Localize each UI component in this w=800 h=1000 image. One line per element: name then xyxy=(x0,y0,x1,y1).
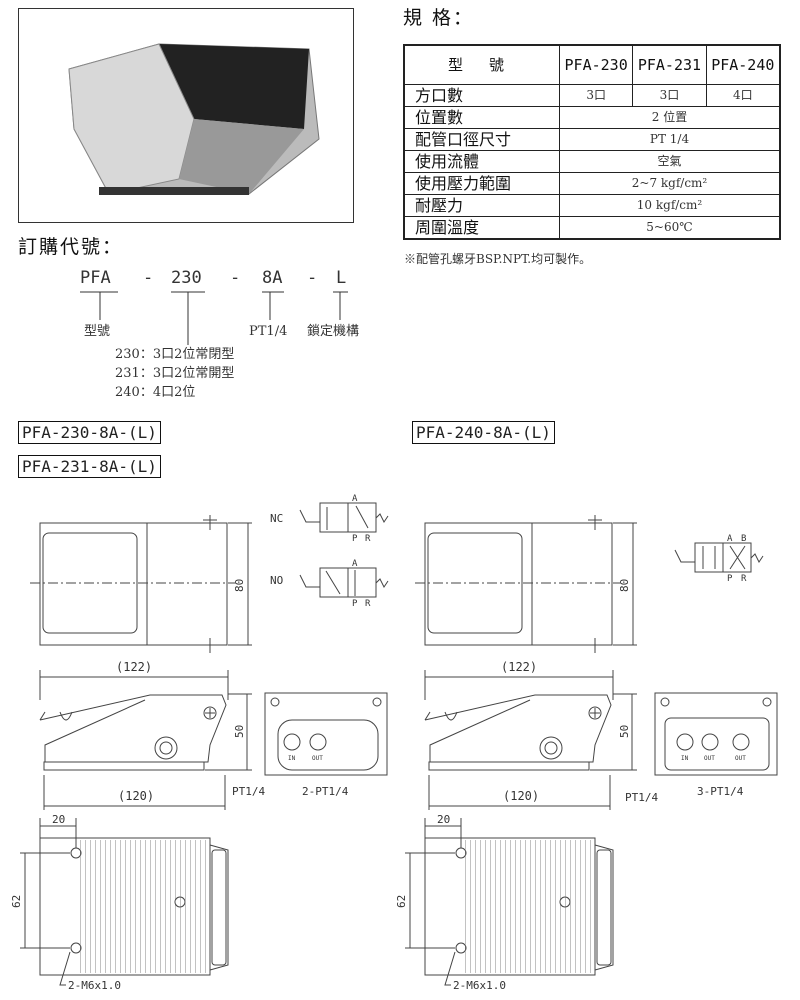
cell: 10 kgf/cm² xyxy=(559,194,781,217)
code-sep: - xyxy=(230,268,241,288)
pt-label: PT1/4 xyxy=(232,785,265,798)
end-view-2port xyxy=(264,692,388,776)
nc-label: NC xyxy=(270,512,283,525)
dim-50: 50 xyxy=(618,725,631,738)
out-port-label: OUT xyxy=(312,755,323,762)
pt2-label: 2-PT1/4 xyxy=(302,785,349,798)
model-label: 型號 xyxy=(84,324,111,339)
right-drawings: IN OUT OUT A B P R 80 (122) (120) 50 PT1… xyxy=(395,514,778,992)
row-label: 周圍溫度 xyxy=(403,216,560,240)
dim-50: 50 xyxy=(233,725,246,738)
port-b-label: B xyxy=(741,534,746,544)
port-p-label: P xyxy=(727,574,733,584)
left-drawings: IN OUT NC NO A P R A P R 80 (122) (120) xyxy=(10,494,389,992)
bottom-ribs xyxy=(465,840,593,973)
dim-122: (122) xyxy=(501,660,537,674)
port-r-label: R xyxy=(365,599,371,609)
port-p-label: P xyxy=(352,599,358,609)
out-port-label: OUT xyxy=(704,755,715,762)
in-port-label: IN xyxy=(288,755,296,762)
in-port-label: IN xyxy=(681,755,689,762)
dim-122: (122) xyxy=(116,660,152,674)
dim-20: 20 xyxy=(437,813,450,826)
code-part-port: 8A xyxy=(262,268,283,288)
code-part-lock: L xyxy=(336,268,347,288)
model-box-240: PFA-240-8A-(L) xyxy=(412,421,555,444)
port-r-label: R xyxy=(741,574,747,584)
no-label: NO xyxy=(270,574,283,587)
spec-note: ※配管孔螺牙BSP.NPT.均可製作。 xyxy=(404,252,592,266)
row-label: 配管口徑尺寸 xyxy=(403,128,560,151)
nc-valve-symbol xyxy=(299,502,389,533)
m6-label: 2-M6x1.0 xyxy=(453,979,506,992)
header-model-label: 型號 xyxy=(403,44,560,85)
dim-120: (120) xyxy=(118,789,154,803)
dim-62: 62 xyxy=(10,895,23,908)
out-port-label: OUT xyxy=(735,755,746,762)
port-a-label: A xyxy=(352,494,358,504)
code-part-type: 230 xyxy=(171,268,202,288)
code-sep: - xyxy=(143,268,154,288)
port-r-label: R xyxy=(365,534,371,544)
port-p-label: P xyxy=(352,534,358,544)
pt-label: PT1/4 xyxy=(625,791,658,804)
spec-table: 型號 PFA-230 PFA-231 PFA-240 方口數 3口 3口 4口 … xyxy=(403,44,781,240)
order-code-leaders xyxy=(80,291,348,345)
dim-120: (120) xyxy=(503,789,539,803)
m6-label: 2-M6x1.0 xyxy=(68,979,121,992)
foot-pedal-photo xyxy=(68,43,320,195)
type-line: 240：4口2位 xyxy=(115,385,196,400)
header-model: PFA-240 xyxy=(705,44,781,85)
end-view-3port xyxy=(654,692,778,776)
model-box-230: PFA-230-8A-(L) xyxy=(18,421,161,444)
top-view-240 xyxy=(414,514,638,654)
order-code-title: 訂購代號： xyxy=(18,236,124,258)
port-a-label: A xyxy=(727,534,733,544)
type-line: 231：3口2位常開型 xyxy=(115,366,235,381)
cell: 3口 xyxy=(632,84,707,107)
4port-valve-symbol xyxy=(674,542,764,573)
cell: 5~60℃ xyxy=(559,216,781,240)
spec-title: 規 格： xyxy=(403,7,475,29)
code-sep: - xyxy=(307,268,318,288)
dim-62: 62 xyxy=(395,895,408,908)
model-box-231: PFA-231-8A-(L) xyxy=(18,455,161,478)
product-photo xyxy=(18,8,354,223)
dim-80: 80 xyxy=(233,579,246,592)
code-part-series: PFA xyxy=(80,268,111,288)
type-line: 230：3口2位常閉型 xyxy=(115,347,235,362)
port-a-label: A xyxy=(352,559,358,569)
row-label: 耐壓力 xyxy=(403,194,560,217)
top-view-230 xyxy=(29,514,253,654)
lock-label: 鎖定機構 xyxy=(307,324,360,339)
dim-80: 80 xyxy=(618,579,631,592)
port-label: PT1/4 xyxy=(249,324,288,339)
bottom-ribs xyxy=(80,840,208,973)
dim-20: 20 xyxy=(52,813,65,826)
pt3-label: 3-PT1/4 xyxy=(697,785,744,798)
no-valve-symbol xyxy=(299,567,389,598)
